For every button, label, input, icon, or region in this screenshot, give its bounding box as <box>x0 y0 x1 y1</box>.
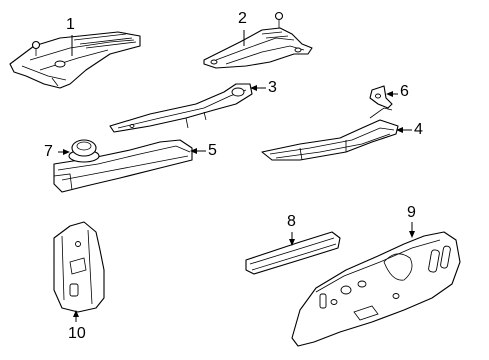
part-4-cross-member <box>261 107 399 161</box>
callout-2: 2 <box>238 10 247 27</box>
callout-9: 9 <box>407 204 416 221</box>
arrow-5 <box>190 148 206 154</box>
callout-3: 3 <box>268 79 277 96</box>
part-8-rail <box>245 231 341 275</box>
part-2-clip <box>274 11 284 28</box>
part-1-clip <box>31 40 41 56</box>
arrow-7 <box>58 149 70 155</box>
part-7-grommet <box>68 139 100 163</box>
part-6-small-bracket <box>369 85 393 109</box>
callout-6: 6 <box>400 83 409 100</box>
arrow-9 <box>409 222 415 238</box>
arrow-8 <box>289 232 295 246</box>
callout-10: 10 <box>68 325 86 342</box>
part-2-cowl-panel-right <box>203 27 313 69</box>
arrow-3 <box>250 85 266 91</box>
callout-8: 8 <box>287 213 296 230</box>
part-1-cowl-panel-left <box>9 31 141 89</box>
arrow-4 <box>396 127 412 133</box>
callout-1: 1 <box>66 16 75 33</box>
arrow-10 <box>73 310 79 322</box>
callout-4: 4 <box>414 121 423 138</box>
part-5-sill-member <box>53 139 193 193</box>
callout-7: 7 <box>44 143 53 160</box>
part-9-dash-panel <box>291 231 461 347</box>
arrow-6 <box>386 91 398 97</box>
part-3-bracket-rail <box>109 83 253 133</box>
callout-5: 5 <box>208 142 217 159</box>
part-10-pillar-panel <box>53 221 105 313</box>
